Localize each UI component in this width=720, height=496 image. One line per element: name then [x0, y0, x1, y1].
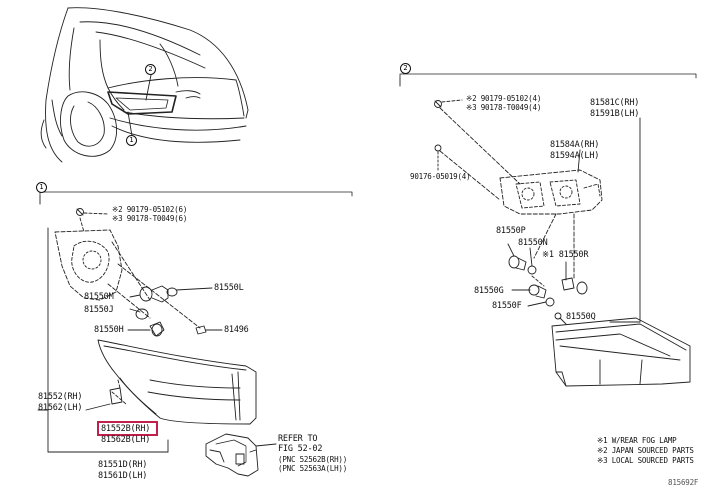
screw-label-left-2: ※3 90178-T0049(6): [112, 214, 188, 223]
part-81594A-lh: 81594A(LH): [550, 151, 600, 161]
callout-1-section: 1: [36, 182, 47, 193]
part-81496: 81496: [224, 325, 249, 335]
left-assembly-frame: [37, 191, 353, 477]
callout-2-section: 2: [400, 63, 411, 74]
part-81550P: 81550P: [496, 226, 526, 236]
part-81552-rh: 81552(RH): [38, 392, 83, 402]
part-81550M: 81550M: [84, 292, 114, 302]
part-81550F: 81550F: [492, 301, 522, 311]
screw-label-left-1: ※2 90179-05102(6): [112, 205, 188, 214]
part-81550Q: 81550Q: [566, 312, 596, 322]
part-81584A-rh: 81584A(RH): [550, 140, 600, 150]
car-rear-sketch: [40, 7, 249, 163]
note-rear-fog: ※1 W/REAR FOG LAMP: [597, 436, 677, 445]
part-81552B-rh: 81552B(RH): [101, 424, 151, 434]
part-81550N: 81550N: [518, 238, 548, 248]
refer-line-2: FIG 52-02: [278, 444, 323, 454]
refer-line-1: REFER TO: [278, 434, 318, 444]
part-81550H: 81550H: [94, 325, 124, 335]
screw-label-right-2: ※3 90178-T0049(4): [466, 103, 542, 112]
highlight-81552B: [97, 421, 158, 436]
part-81550L: 81550L: [214, 283, 244, 293]
note-local-sourced: ※3 LOCAL SOURCED PARTS: [597, 456, 694, 465]
refer-line-4: (PNC 52563A(LH)): [278, 464, 348, 473]
part-81551D-rh: 81551D(RH): [98, 460, 148, 470]
callout-1-car: 1: [126, 135, 137, 146]
part-81561D-lh: 81561D(LH): [98, 471, 148, 481]
callout-2-car: 2: [145, 64, 156, 75]
figure-code: 815692F: [668, 478, 699, 487]
part-81550R: ※1 81550R: [542, 250, 589, 260]
note-japan-sourced: ※2 JAPAN SOURCED PARTS: [597, 446, 694, 455]
part-81581C-rh: 81581C(RH): [590, 98, 640, 108]
screw-label-right-1: ※2 90179-05102(4): [466, 94, 542, 103]
part-81562B-lh: 81562B(LH): [101, 435, 151, 445]
part-81550G: 81550G: [474, 286, 504, 296]
refer-line-3: (PNC 52562B(RH)): [278, 455, 348, 464]
screw-label-right-3: 90176-05019(4): [410, 172, 471, 181]
right-assembly-frame: [399, 73, 697, 387]
part-81550J: 81550J: [84, 305, 114, 315]
part-81591B-lh: 81591B(LH): [590, 109, 640, 119]
part-81562-lh: 81562(LH): [38, 403, 83, 413]
